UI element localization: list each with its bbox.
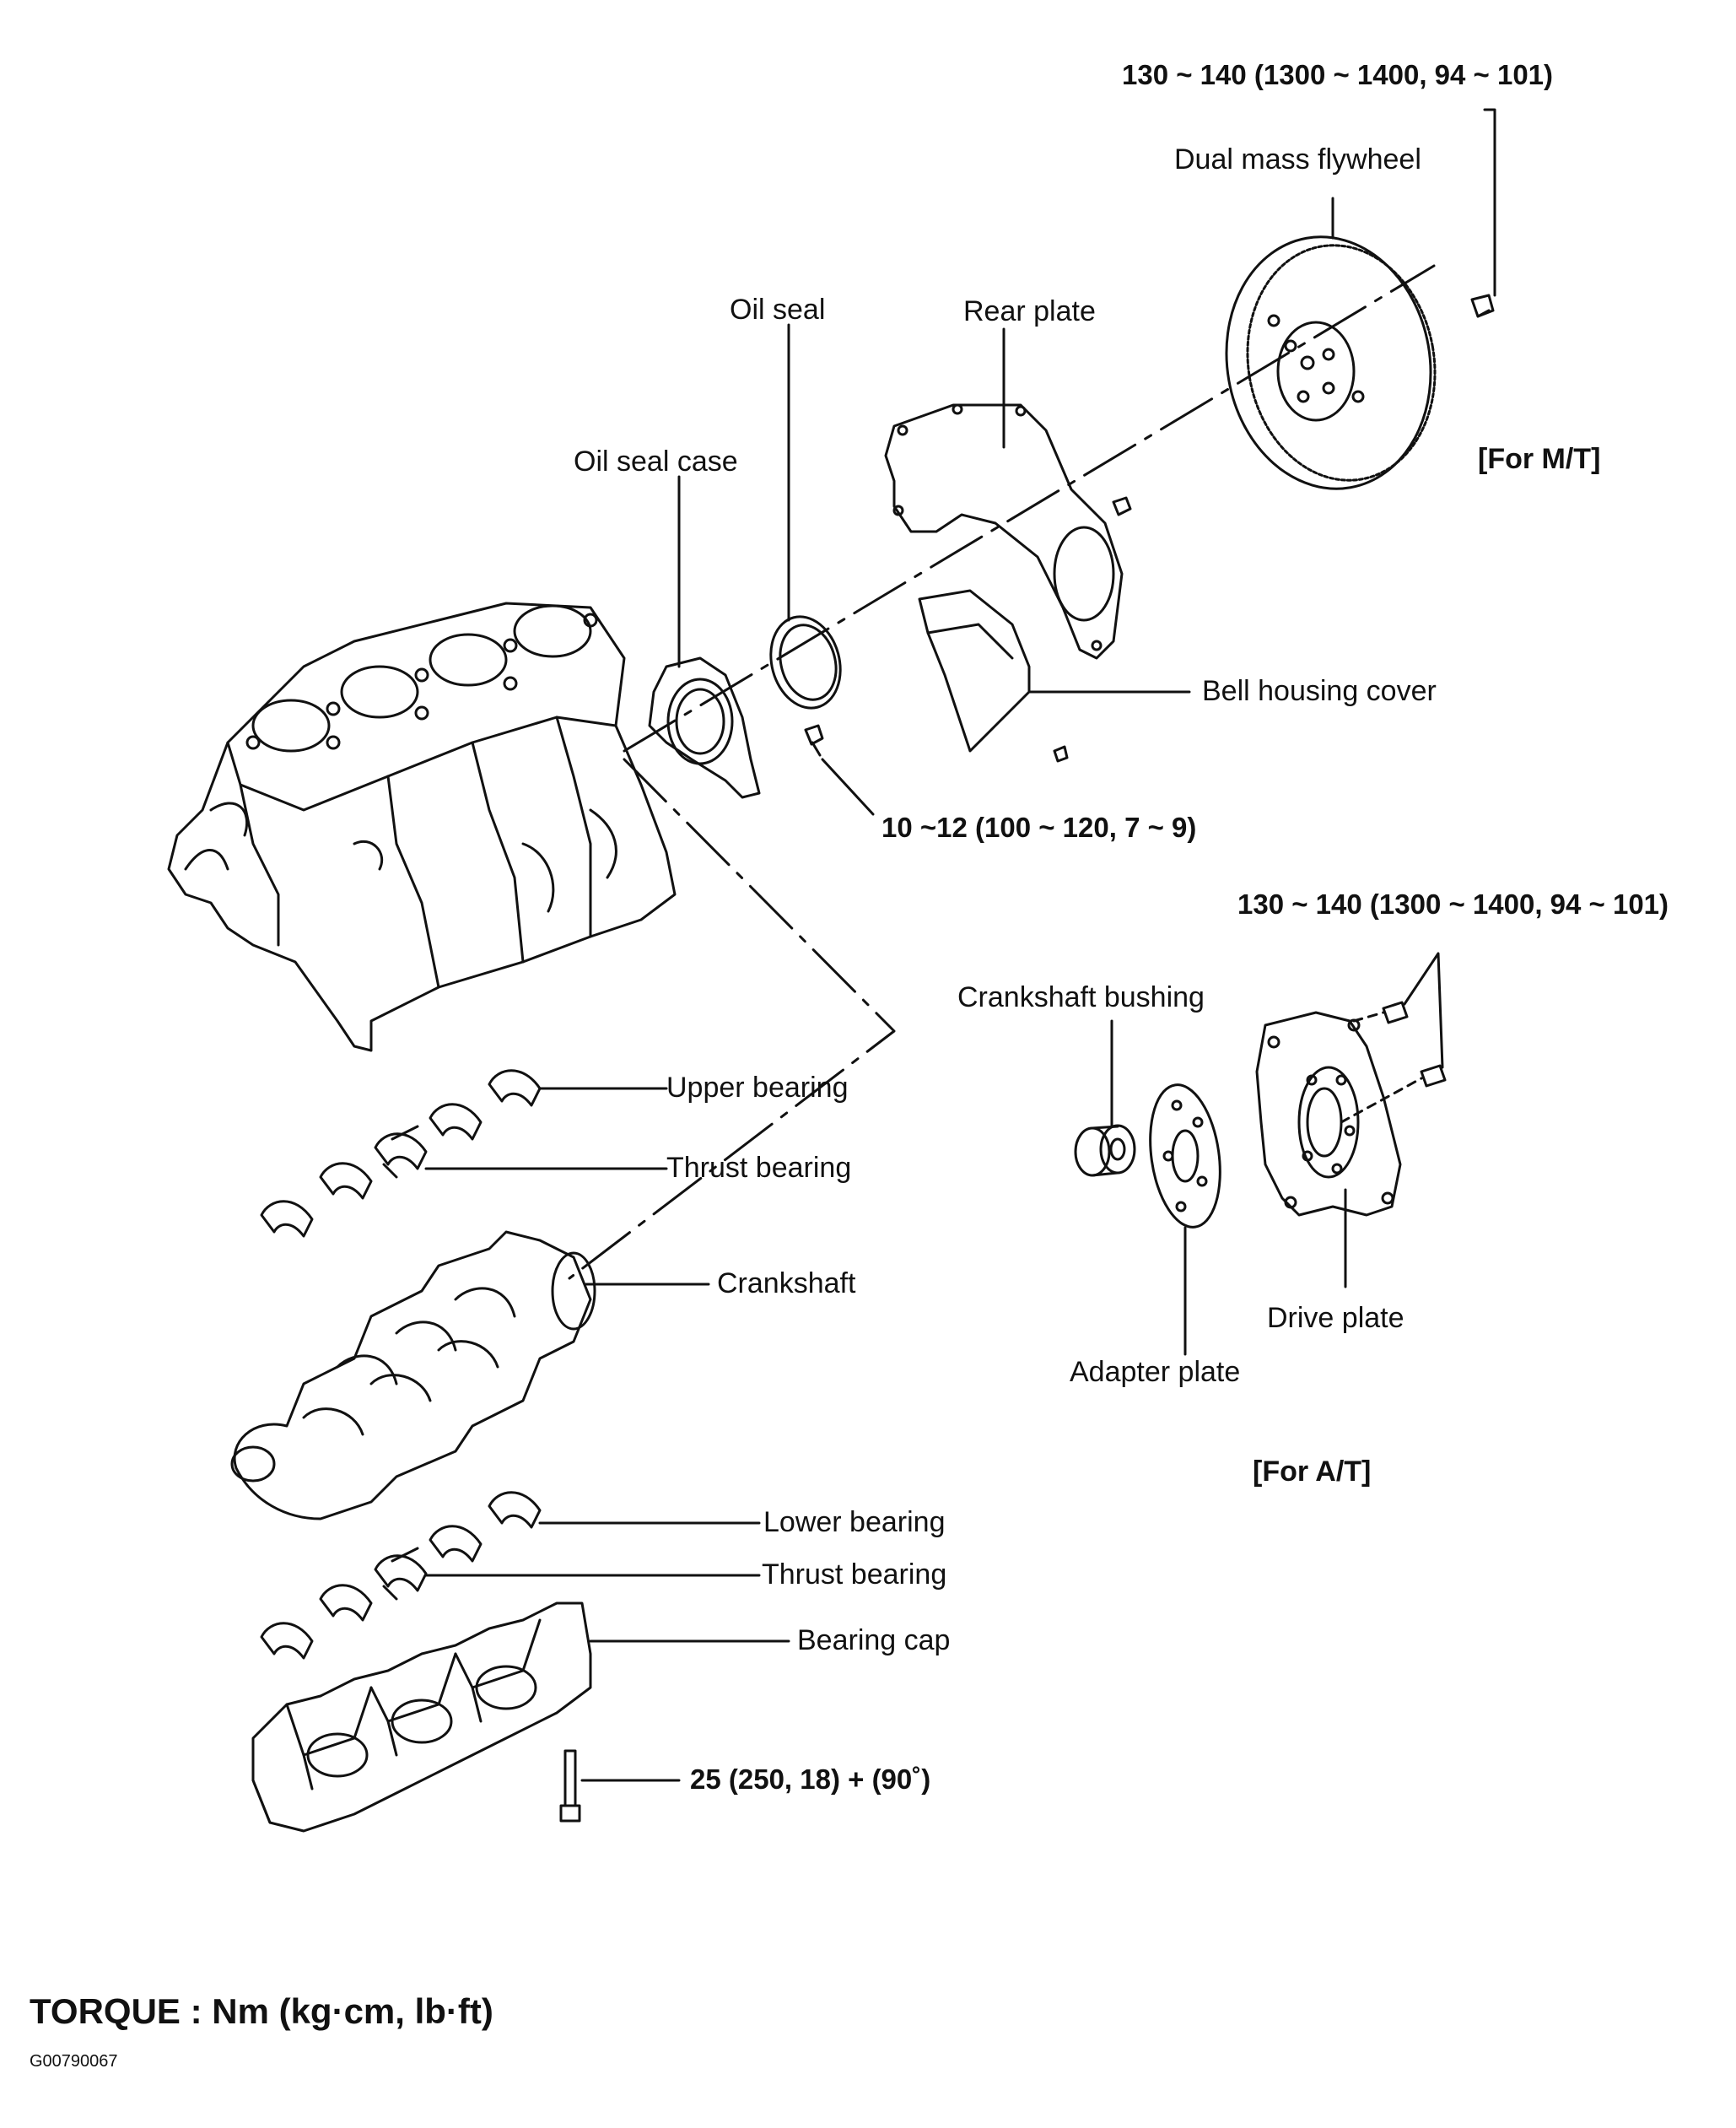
thrust-bearing-lower-label: Thrust bearing [762, 1558, 947, 1591]
rear-plate [884, 403, 1124, 660]
bearing-cap-bolt [559, 1749, 581, 1823]
adapter-plate-label: Adapter plate [1070, 1356, 1241, 1388]
seal-case-bolt-leader [821, 758, 875, 816]
oil-seal [769, 615, 842, 710]
bearing-cap-label: Bearing cap [797, 1624, 951, 1656]
oil-seal-label: Oil seal [730, 294, 826, 326]
flywheel-bolt-leader [1483, 108, 1496, 297]
for-mt-label: [For M/T] [1478, 443, 1601, 475]
crankshaft-axis-extension [568, 758, 896, 1280]
torque-flywheel-label: 130 ~ 140 (1300 ~ 1400, 94 ~ 101) [1122, 59, 1554, 90]
crankshaft [230, 1230, 596, 1520]
drive-plate [1255, 1011, 1402, 1217]
dual-mass-flywheel [1225, 235, 1437, 490]
upper-bearings [260, 1069, 542, 1238]
bell-housing-bolt [1053, 745, 1069, 763]
oil-seal-case-label: Oil seal case [574, 446, 738, 478]
torque-units-title: TORQUE : Nm (kg·cm, lb·ft) [30, 1991, 493, 2031]
drive-plate-label: Drive plate [1267, 1302, 1404, 1334]
torque-bearing-cap-label: 25 (250, 18) + (90˚) [690, 1763, 931, 1795]
cylinder-block [167, 602, 677, 1052]
rear-plate-bolt [1112, 496, 1132, 516]
bell-housing-cover-label: Bell housing cover [1202, 675, 1437, 707]
thrust-bearing-upper-label: Thrust bearing [666, 1152, 852, 1184]
crankshaft-bushing [1074, 1124, 1136, 1177]
torque-drive-plate-label: 130 ~ 140 (1300 ~ 1400, 94 ~ 101) [1237, 888, 1669, 920]
lower-bearing-label: Lower bearing [763, 1506, 946, 1538]
figure-code: G00790067 [30, 2052, 118, 2071]
crankshaft-bushing-label: Crankshaft bushing [957, 981, 1205, 1013]
drive-plate-bolts-leader [1403, 952, 1444, 1069]
rear-plate-label: Rear plate [963, 295, 1096, 327]
torque-seal-case-label: 10 ~12 (100 ~ 120, 7 ~ 9) [881, 812, 1197, 843]
dual-mass-flywheel-label: Dual mass flywheel [1174, 143, 1421, 176]
lower-bearings [260, 1491, 542, 1660]
for-at-label: [For A/T] [1253, 1456, 1372, 1488]
crankshaft-label: Crankshaft [717, 1267, 856, 1299]
drive-plate-bolts [1340, 1001, 1447, 1124]
flywheel-bolt [1470, 294, 1495, 318]
oil-seal-case [648, 656, 761, 799]
upper-bearing-label: Upper bearing [666, 1072, 849, 1104]
seal-case-bolt [804, 724, 824, 757]
bearing-cap [251, 1601, 592, 1833]
bell-housing-cover [918, 589, 1031, 753]
crankshaft-axis-line [623, 264, 1436, 753]
adapter-plate [1149, 1083, 1221, 1229]
